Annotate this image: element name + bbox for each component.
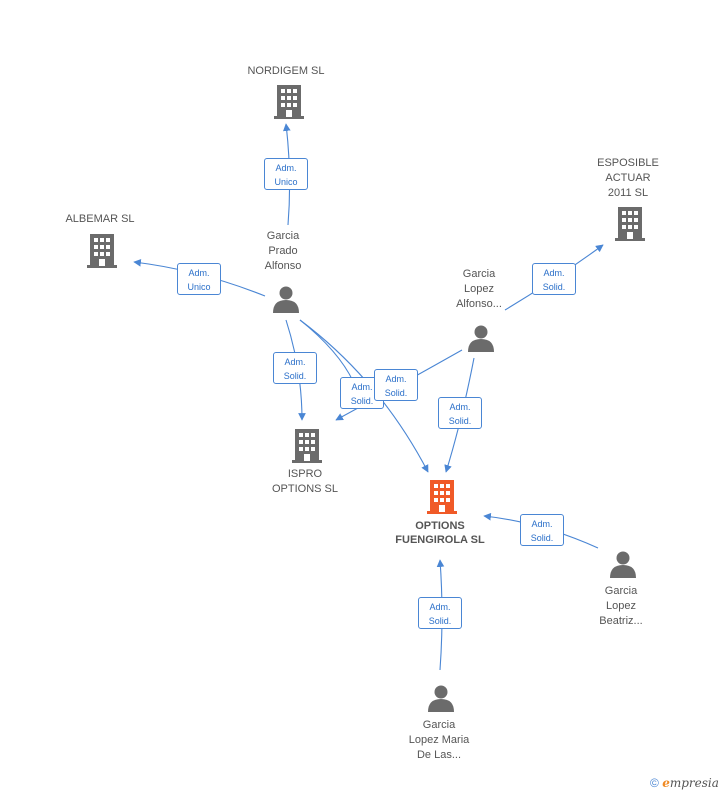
- node-label-garcia-prado[interactable]: Garcia Prado Alfonso: [264, 230, 302, 272]
- node-label-ispro[interactable]: ISPRO OPTIONS SL: [271, 468, 339, 495]
- building-icon: [292, 429, 322, 463]
- edge-label: Adm. Solid.: [418, 597, 462, 629]
- node-label-nordigem[interactable]: NORDIGEM SL: [247, 65, 325, 77]
- edge-label: Adm. Solid.: [273, 352, 317, 384]
- building-icon: [87, 234, 117, 268]
- node-label-albemar[interactable]: ALBEMAR SL: [65, 213, 135, 225]
- building-icon: [274, 85, 304, 119]
- copyright-icon: ©: [650, 776, 659, 790]
- edge-label: Adm. Unico: [177, 263, 221, 295]
- edge-label: Adm. Solid.: [438, 397, 482, 429]
- node-label-options-fuengirola[interactable]: OPTIONS FUENGIROLA SL: [395, 520, 485, 546]
- node-label-garcia-lopez-beatriz[interactable]: Garcia Lopez Beatriz...: [599, 585, 643, 627]
- person-icon: [610, 551, 636, 578]
- node-label-esposible[interactable]: ESPOSIBLE ACTUAR 2011 SL: [597, 157, 659, 199]
- brand-logo: empresia: [662, 776, 719, 790]
- person-icon: [468, 325, 494, 352]
- edge-label: Adm. Unico: [264, 158, 308, 190]
- footer-brand: © empresia: [650, 776, 719, 790]
- person-icon: [428, 685, 454, 712]
- person-icon: [273, 286, 299, 313]
- edge-label: Adm. Solid.: [520, 514, 564, 546]
- main-company-building-icon: [427, 480, 457, 514]
- node-label-garcia-lopez-alfonso[interactable]: Garcia Lopez Alfonso...: [456, 268, 502, 310]
- edge-label: Adm. Solid.: [532, 263, 576, 295]
- building-icon: [615, 207, 645, 241]
- edge-label: Adm. Solid.: [374, 369, 418, 401]
- node-label-garcia-lopez-maria[interactable]: Garcia Lopez Maria De Las...: [408, 719, 470, 761]
